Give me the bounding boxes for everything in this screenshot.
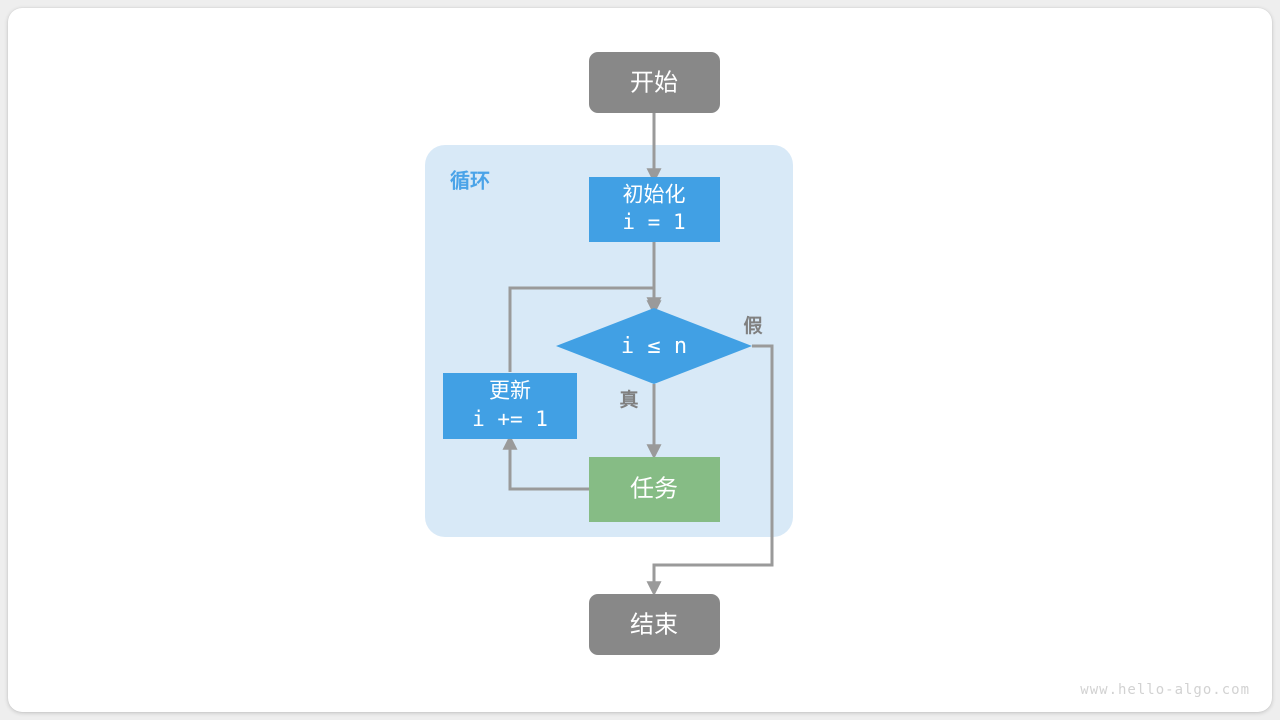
node-init-shape — [589, 177, 720, 242]
node-update-label-line1: 更新 — [489, 380, 531, 403]
node-start-label: 开始 — [630, 69, 678, 96]
watermark-text: www.hello-algo.com — [1080, 682, 1250, 698]
node-update[interactable]: 更新 i += 1 — [443, 373, 577, 439]
edge-label-false: 假 — [743, 314, 762, 337]
node-task-label: 任务 — [630, 475, 678, 502]
node-end-label: 结束 — [630, 611, 678, 638]
node-task[interactable]: 任务 — [589, 457, 720, 522]
edge-label-true: 真 — [619, 388, 638, 411]
node-start-shape — [589, 52, 720, 113]
node-condition-label: i ≤ n — [621, 334, 687, 359]
node-init-label-line1: 初始化 — [623, 184, 686, 207]
node-start[interactable]: 开始 — [589, 52, 720, 113]
edge-condition-false-to-end — [646, 344, 774, 597]
loop-group-label: 循环 — [450, 168, 490, 192]
node-end[interactable]: 结束 — [589, 594, 720, 655]
node-update-shape — [443, 373, 577, 439]
edge-update-to-condition — [508, 286, 662, 372]
node-init-label-line2: i = 1 — [622, 210, 685, 234]
node-condition-shape — [556, 308, 752, 384]
edge-task-to-update — [502, 434, 589, 491]
node-condition[interactable]: i ≤ n — [556, 308, 752, 384]
node-update-label-line2: i += 1 — [472, 407, 548, 431]
node-end-shape — [589, 594, 720, 655]
node-init[interactable]: 初始化 i = 1 — [589, 177, 720, 242]
node-task-shape — [589, 457, 720, 522]
